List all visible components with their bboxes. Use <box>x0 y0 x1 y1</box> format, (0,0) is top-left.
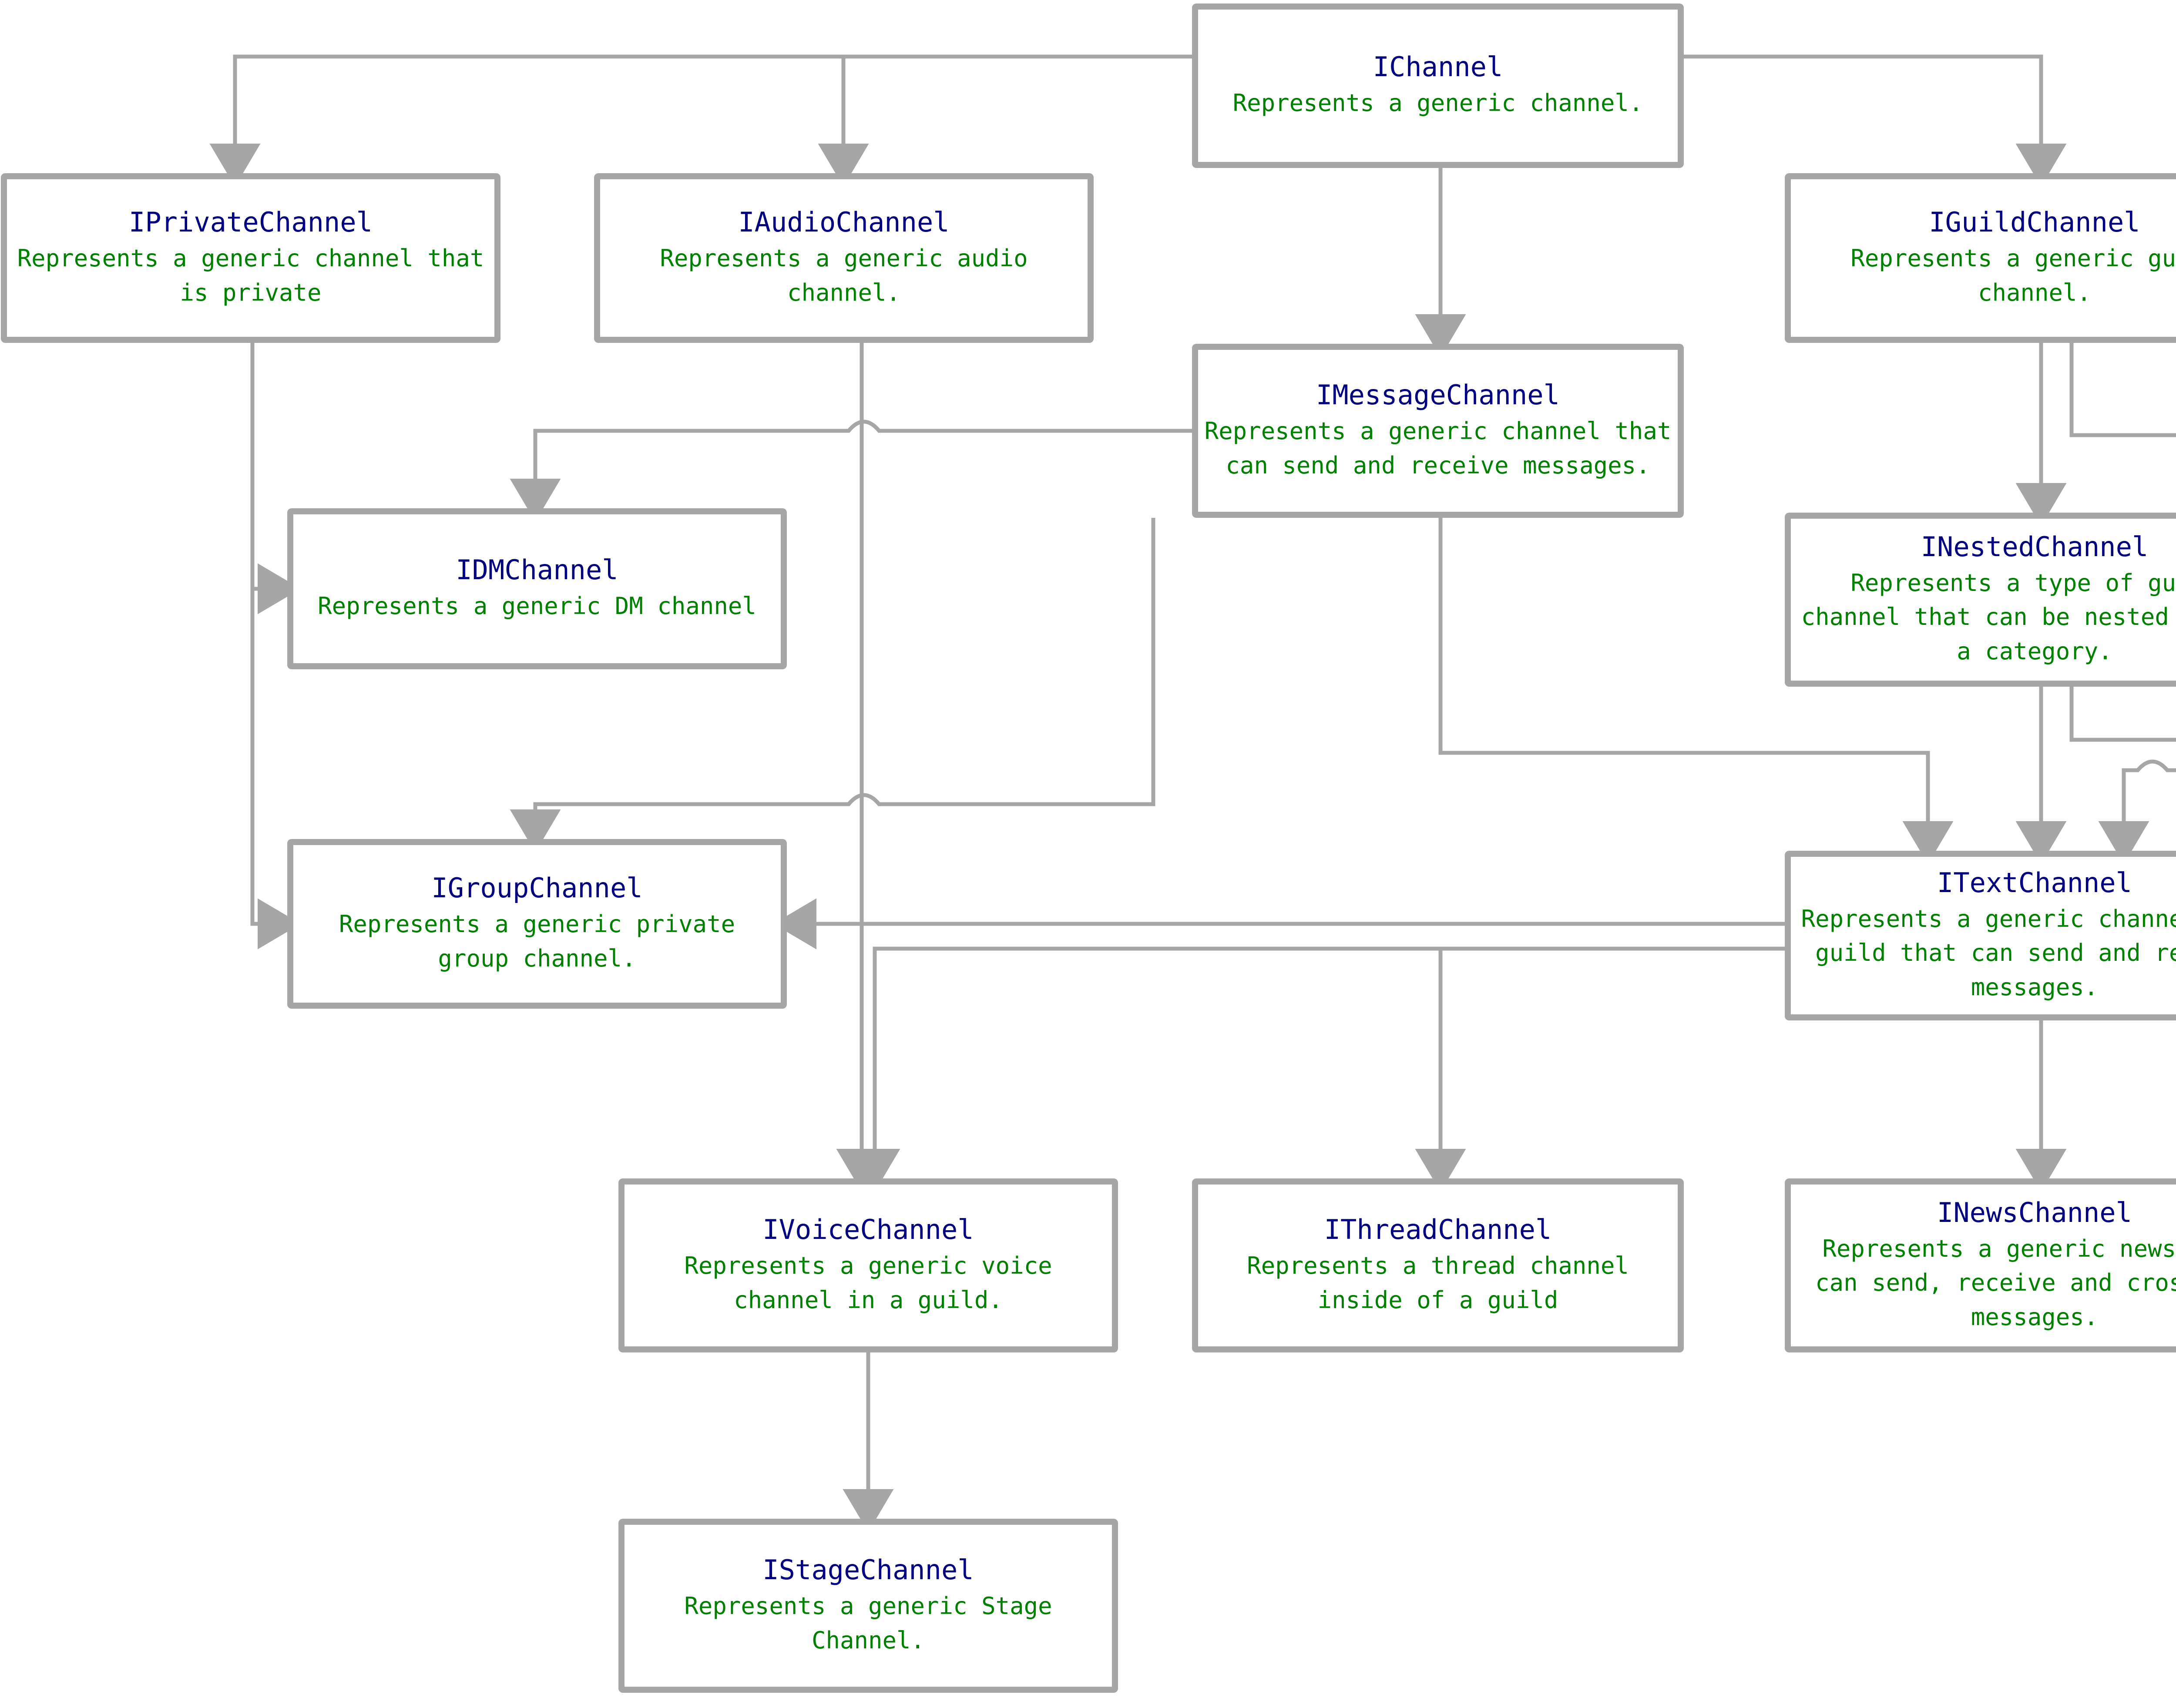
node-title: IVoiceChannel <box>762 1214 974 1246</box>
node-description: Represents a generic private group chann… <box>339 910 735 972</box>
node-title: IAudioChannel <box>738 206 950 238</box>
edge-ichannel-iaudiochannel <box>818 54 1192 187</box>
node-title: IPrivateChannel <box>129 206 373 238</box>
edge-ichannel-iguildchannel <box>1684 54 2067 187</box>
node-description: Represents a generic news that can send,… <box>1815 1235 2176 1331</box>
edge-imessagechannel-idmchannel <box>510 419 1192 522</box>
edge-iguildchannel-iintegrationchannel <box>2069 343 2176 437</box>
node-title: INewsChannel <box>1937 1196 2132 1228</box>
edge-inestedchannel-iforumchannel <box>2069 687 2176 742</box>
node-title: ITextChannel <box>1937 866 2132 899</box>
node-description: Represents a generic channel. <box>1232 89 1643 117</box>
node-title: IStageChannel <box>762 1554 974 1586</box>
edge-iaudiochannel-igroupchannel <box>773 343 864 950</box>
edge-itextchannel-ivoicechannel <box>849 946 1785 1192</box>
node-title: INestedChannel <box>1921 530 2149 563</box>
node-description: Represents a generic channel in a guild … <box>1801 905 2176 1001</box>
node-title: IDMChannel <box>456 554 618 586</box>
node-title: IThreadChannel <box>1324 1214 1552 1246</box>
node-title: IGroupChannel <box>431 872 643 904</box>
node-description: Represents a generic Stage Channel. <box>684 1592 1052 1654</box>
edge-itextchannel-ithreadchannel <box>1415 946 1785 1192</box>
edge-iintegrationchannel-itextchannel <box>2098 759 2176 864</box>
edge-iprivatechannel-igroupchannel <box>250 343 301 950</box>
edge-ichannel-iprivatechannel <box>209 54 1192 187</box>
node-description: Represents a generic audio channel. <box>660 245 1028 306</box>
edge-iprivatechannel-idmchannel <box>250 343 301 614</box>
node-title: IMessageChannel <box>1316 379 1560 411</box>
node-title: IChannel <box>1373 51 1503 83</box>
node-title: IGuildChannel <box>1929 206 2140 238</box>
node-description: Represents a generic guild channel. <box>1850 245 2176 306</box>
node-description: Represents a generic voice channel in a … <box>684 1252 1052 1314</box>
node-description: Represents a generic DM channel <box>318 592 756 620</box>
node-description: Represents a type of guild channel that … <box>1801 569 2176 665</box>
node-description: Represents a generic channel that can se… <box>1204 417 1672 479</box>
node-description: Represents a generic channel that is pri… <box>17 245 484 306</box>
node-description: Represents a thread channel inside of a … <box>1247 1252 1629 1314</box>
